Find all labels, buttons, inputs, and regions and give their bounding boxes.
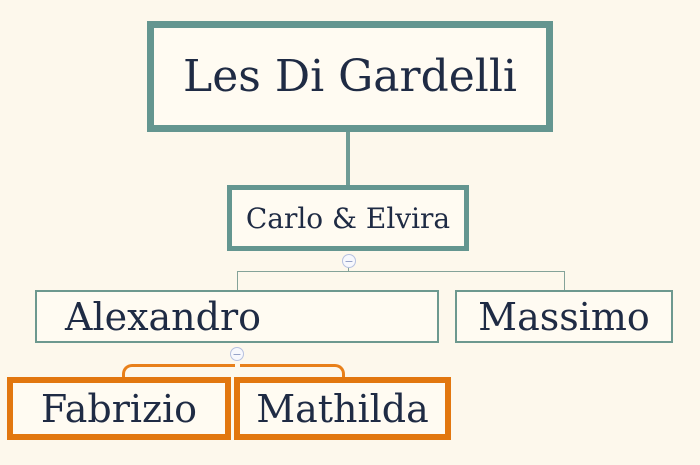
fabrizio-label: Fabrizio [40, 386, 198, 431]
connector-couple-horizontal [237, 271, 565, 272]
node-mathilda[interactable]: Mathilda [234, 377, 451, 440]
node-family-title[interactable]: Les Di Gardelli [147, 21, 553, 132]
connector-drop-alexandro [237, 271, 238, 290]
node-fabrizio[interactable]: Fabrizio [7, 377, 231, 440]
node-massimo[interactable]: Massimo [455, 290, 673, 343]
minus-icon: − [344, 254, 354, 268]
connector-couple-stub [348, 267, 349, 271]
connector-alexandro-to-fabrizio [122, 364, 235, 377]
collapse-button-carlo-elvira[interactable]: − [342, 254, 356, 268]
alexandro-label: Alexandro [65, 294, 262, 339]
connector-drop-massimo [564, 271, 565, 290]
family-title-label: Les Di Gardelli [183, 51, 517, 102]
node-alexandro[interactable]: Alexandro [35, 290, 439, 343]
mathilda-label: Mathilda [256, 386, 429, 431]
collapse-button-alexandro[interactable]: − [230, 347, 244, 361]
carlo-elvira-label: Carlo & Elvira [245, 201, 451, 235]
node-carlo-elvira[interactable]: Carlo & Elvira [227, 185, 469, 251]
massimo-label: Massimo [478, 294, 650, 339]
connector-root-to-couple [346, 132, 350, 185]
connector-alexandro-to-mathilda [240, 364, 345, 377]
minus-icon: − [232, 347, 242, 361]
